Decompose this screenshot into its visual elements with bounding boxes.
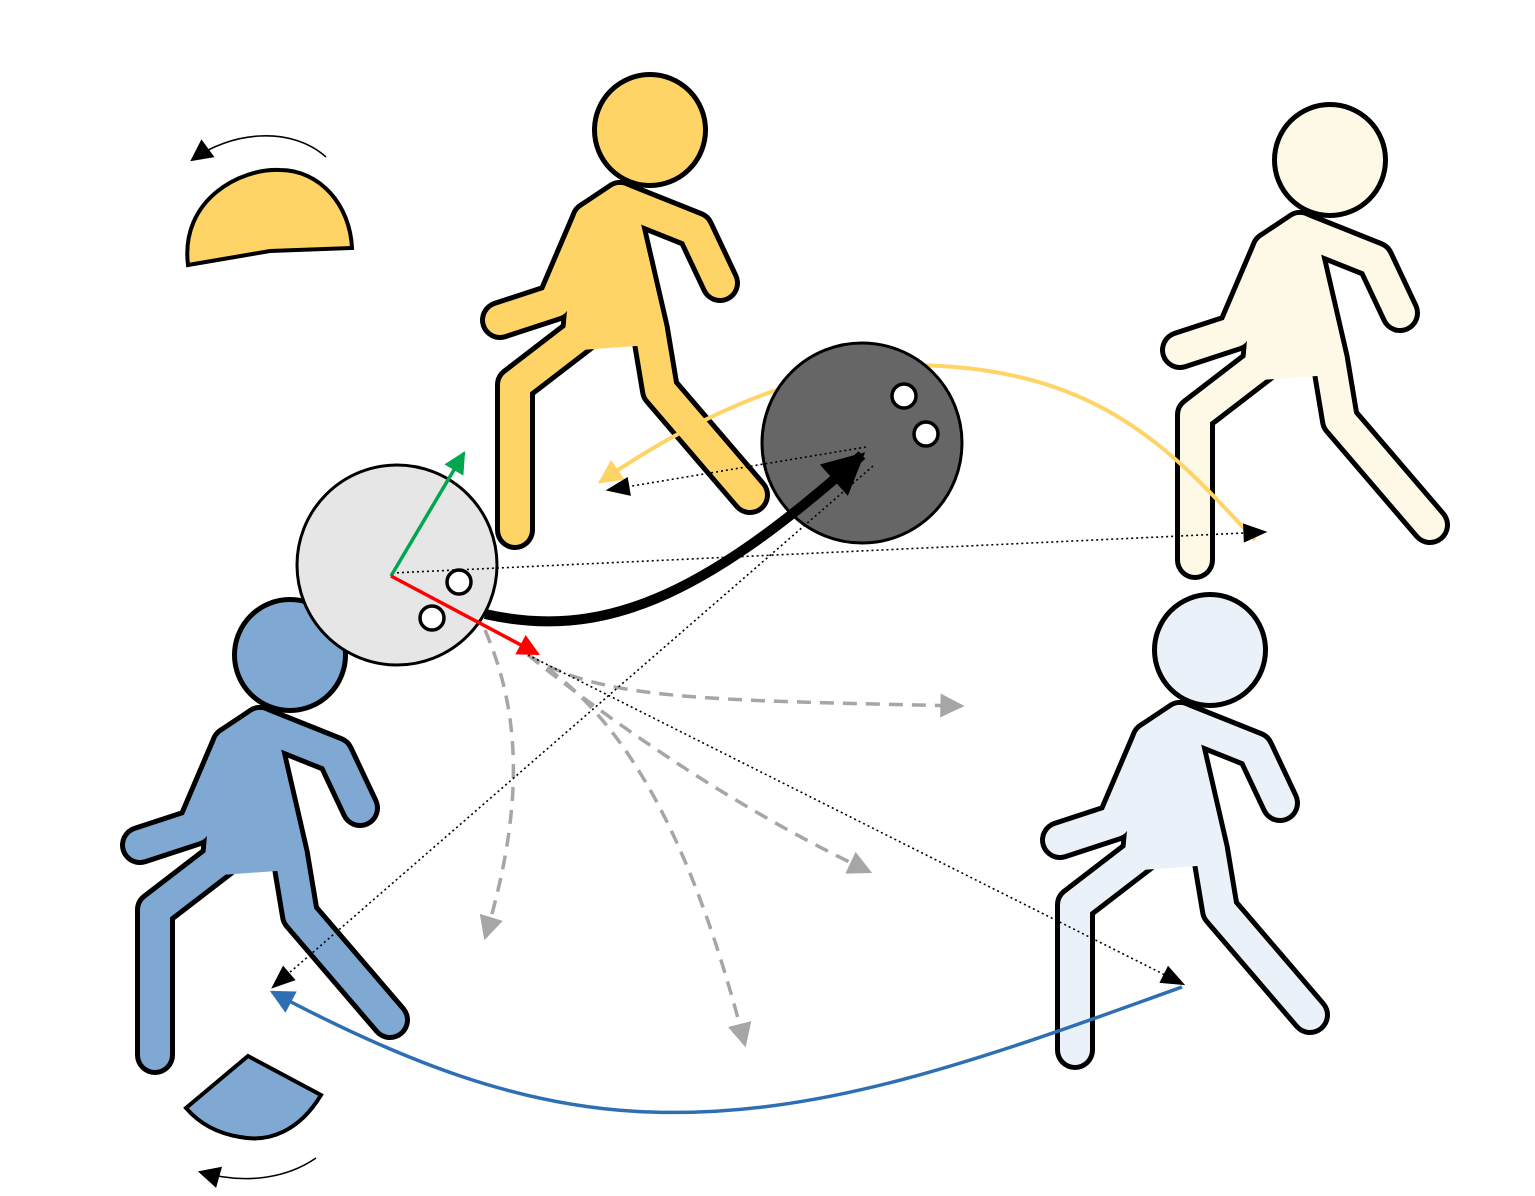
axis-red-arrow bbox=[390, 574, 540, 656]
blue-player-faded bbox=[1060, 612, 1310, 1050]
ball-hole bbox=[445, 568, 473, 596]
blue-return-arc bbox=[269, 985, 1183, 1115]
ball-hole bbox=[418, 604, 446, 632]
blue-player bbox=[140, 617, 390, 1055]
ball-hole bbox=[912, 420, 940, 448]
yellow-sector bbox=[185, 135, 355, 268]
yellow-player-faded bbox=[1180, 122, 1430, 560]
yellow-return-arc bbox=[598, 363, 1257, 542]
relative-arrow bbox=[391, 523, 1268, 574]
blue-rotation-arrow bbox=[197, 1157, 317, 1188]
yellow-rotation-arrow bbox=[190, 135, 327, 162]
ball-hole bbox=[890, 382, 918, 410]
relative-arrow bbox=[605, 446, 867, 496]
ball-trajectory-arrow bbox=[483, 451, 866, 627]
candidate-arrow bbox=[479, 629, 516, 941]
candidate-arrow bbox=[526, 653, 873, 874]
relative-position-arrows bbox=[271, 446, 1268, 989]
local-frame-axes bbox=[389, 451, 540, 656]
axis-green-arrow bbox=[389, 451, 466, 577]
relative-arrow bbox=[527, 654, 1186, 986]
blue-sector bbox=[183, 1053, 324, 1188]
candidate-arrow bbox=[527, 653, 752, 1048]
candidate-arrow bbox=[527, 653, 965, 718]
